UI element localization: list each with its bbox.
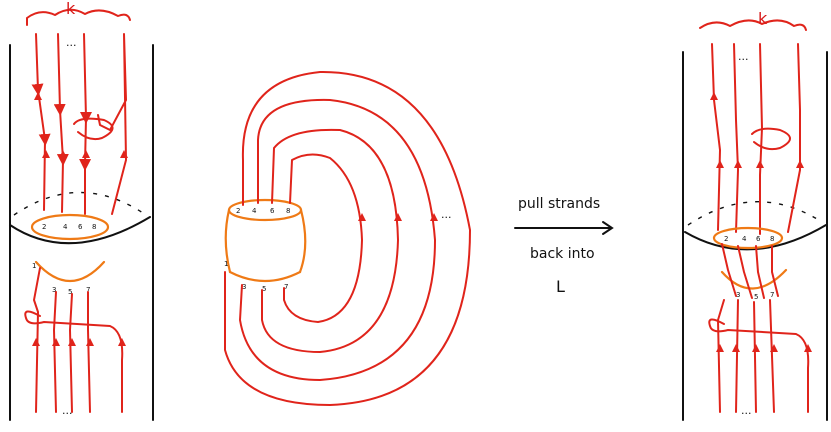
left-lower-num-1: 1 <box>32 262 36 270</box>
middle-loop-outer <box>225 72 470 405</box>
left-tube-dashed-arc <box>14 193 146 216</box>
arrow-caption-line3: L <box>556 277 565 296</box>
left-bottom-arrow-4 <box>86 338 94 346</box>
right-top-strand-1 <box>712 44 720 230</box>
middle-num-1: 1 <box>224 260 228 268</box>
left-top-arrow-1 <box>34 92 42 100</box>
right-top-arrow-1 <box>710 92 718 100</box>
middle-num-4: 4 <box>252 207 257 215</box>
left-top-strand-2 <box>58 34 63 212</box>
left-upper-num-6: 6 <box>78 223 83 231</box>
left-bottom-dots: ... <box>62 404 73 417</box>
left-bottom-arrow-1 <box>32 338 40 346</box>
left-bottom-strand-3 <box>70 294 72 412</box>
right-top-dots: ... <box>738 50 749 63</box>
right-top-arrow-3 <box>734 160 742 168</box>
right-top-arrow-2 <box>716 160 724 168</box>
left-bottom-strand-2 <box>54 292 56 412</box>
left-top-arrow-3 <box>59 150 67 158</box>
middle-loop-inner <box>284 154 362 322</box>
right-k-label: k <box>758 9 768 28</box>
middle-num-6: 6 <box>270 207 275 215</box>
right-bottom-strand-4 <box>770 300 774 412</box>
right-top-loop <box>752 129 790 149</box>
right-mid-strand-1 <box>722 244 736 296</box>
right-bottom-strand-1 <box>718 300 724 412</box>
left-top-strand-4 <box>98 34 126 214</box>
left-bottom-strand-4 <box>88 292 90 412</box>
left-upper-num-2: 2 <box>42 223 46 231</box>
left-tube-panel: k ... 2 4 6 8 1 3 5 7 ... <box>10 0 153 420</box>
left-upper-num-8: 8 <box>92 223 96 231</box>
middle-cylinder-right-side <box>300 210 305 272</box>
right-bottom-arrow-1 <box>716 344 724 352</box>
left-top-cap <box>27 10 130 25</box>
right-bottom-arrow-2 <box>732 344 740 352</box>
middle-arrow-2 <box>394 213 402 221</box>
left-top-arrow-4 <box>82 150 90 158</box>
right-upper-num-8: 8 <box>770 235 774 243</box>
right-upper-num-2: 2 <box>724 235 728 243</box>
left-top-dots: ... <box>66 36 77 49</box>
arrow-caption-line1: pull strands <box>518 196 600 212</box>
middle-dots: ... <box>441 208 452 221</box>
right-tube-dashed-arc <box>688 202 822 225</box>
left-top-strand-1 <box>36 34 45 210</box>
middle-num-2: 2 <box>236 207 240 215</box>
left-top-strand-3 <box>84 34 86 214</box>
right-bottom-loop <box>709 319 808 412</box>
left-bottom-loop <box>25 311 122 412</box>
middle-cylinder-bottom <box>230 272 300 281</box>
left-bottom-arrow-2 <box>52 338 60 346</box>
right-tube-panel: k ... 2 4 6 8 3 5 7 ... <box>683 9 827 420</box>
right-top-arrow-5 <box>796 160 804 168</box>
middle-num-8: 8 <box>286 207 290 215</box>
right-mid-strand-4 <box>772 246 778 296</box>
arrow-caption-line2: back into <box>530 246 595 262</box>
right-top-arrow-4 <box>756 160 764 168</box>
right-lower-num-5: 5 <box>754 293 758 301</box>
left-top-arrow-2 <box>42 150 50 158</box>
right-upper-num-4: 4 <box>742 235 747 243</box>
left-lower-cup <box>36 262 104 281</box>
right-lower-num-7: 7 <box>770 291 774 299</box>
right-upper-num-6: 6 <box>756 235 761 243</box>
right-bottom-strand-2 <box>736 300 738 412</box>
right-mid-strand-3 <box>756 246 764 298</box>
middle-panel: 2 4 6 8 1 3 5 7 ... <box>224 72 470 405</box>
right-top-strand-3 <box>760 44 762 234</box>
transition-arrow-group: pull strands back into L <box>515 196 612 296</box>
right-top-cap <box>700 20 806 30</box>
transition-arrow <box>515 222 612 234</box>
middle-loop-2 <box>240 100 435 380</box>
left-bottom-arrow-5 <box>118 338 126 346</box>
left-bottom-arrow-3 <box>68 338 76 346</box>
right-bottom-dots: ... <box>741 404 752 417</box>
right-bottom-arrow-3 <box>752 344 760 352</box>
left-k-label: k <box>66 0 76 18</box>
right-bottom-strand-3 <box>754 302 756 412</box>
left-upper-num-4: 4 <box>63 223 68 231</box>
